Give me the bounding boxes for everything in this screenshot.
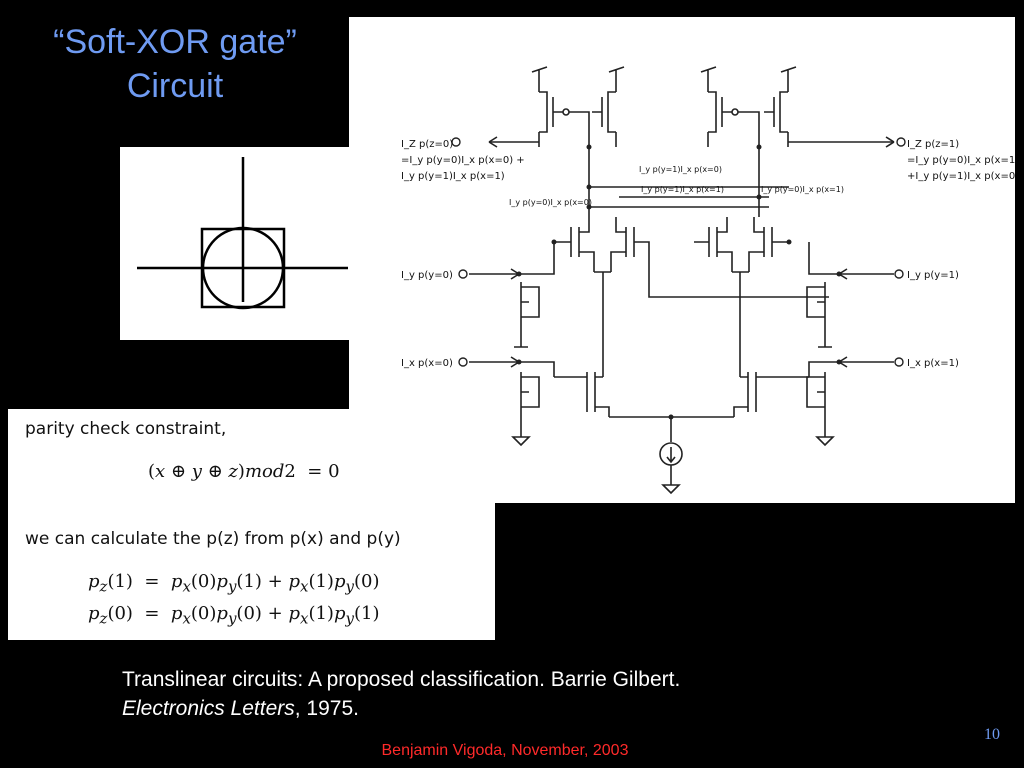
xor-symbol-icon: [137, 157, 348, 310]
pmos-2: [592, 91, 616, 133]
constraint-equation: (x ⊕ y ⊕ z)mod2 = 0: [148, 461, 340, 482]
terminal-x1: [894, 357, 904, 367]
input-line-y1: [838, 268, 894, 280]
vdd-symbol-4: [780, 66, 797, 92]
input-label-x0: I_x p(x=0): [401, 358, 453, 369]
nmos-tail-right: [733, 372, 757, 417]
terminal-x0: [458, 357, 468, 367]
vdd-symbol-1: [531, 66, 548, 92]
terminal-z0: [451, 137, 461, 147]
terminal-y1: [894, 269, 904, 279]
citation: Translinear circuits: A proposed classif…: [122, 665, 882, 723]
input-line-x1: [838, 356, 894, 368]
right-output-label-3: +I_y p(y=1)I_x p(x=0): [907, 171, 1015, 182]
branch-label-3: I_y p(y=0)I_x p(x=1): [761, 185, 844, 194]
input-line-x0: [469, 356, 520, 368]
xor-symbol-panel: [120, 147, 358, 340]
equation-pz0: pz(0) = px(0)py(0) + px(1)py(1): [88, 603, 380, 628]
ground-symbol-left: [511, 427, 531, 447]
pmos-bubble-1: [562, 108, 570, 116]
circuit-diagram-svg: I_Z p(z=0) =I_y p(y=0)I_x p(x=0) + I_y p…: [401, 66, 1015, 495]
citation-year: , 1975.: [294, 697, 359, 720]
terminal-y0: [458, 269, 468, 279]
footer-author: Benjamin Vigoda, November, 2003: [381, 742, 629, 759]
branch-label-4: I_y p(y=0)I_x p(x=0): [509, 198, 592, 207]
nmos-tail-left: [586, 372, 610, 417]
constraint-intro: parity check constraint,: [25, 419, 227, 439]
branch-label-2: I_y p(y=1)I_x p(x=1): [641, 185, 724, 194]
ground-symbol-right: [815, 427, 835, 447]
slide-title-line2: Circuit: [126, 67, 224, 105]
nmos-y1: [806, 282, 826, 337]
citation-line2: Electronics Letters, 1975.: [122, 694, 882, 723]
vdd-symbol-3: [700, 66, 717, 92]
formula-panel: parity check constraint, (x ⊕ y ⊕ z)mod2…: [8, 409, 495, 640]
citation-line1: Translinear circuits: A proposed classif…: [122, 668, 681, 691]
terminal-z1: [896, 137, 906, 147]
nmos-x0: [520, 372, 540, 427]
left-output-label-3: I_y p(y=1)I_x p(x=1): [401, 171, 505, 182]
ground-symbol-bottom: [661, 465, 681, 495]
branch-label-1: I_y p(y=1)I_x p(x=0): [639, 165, 722, 174]
page-number: 10: [984, 726, 1000, 743]
left-output-label-1: I_Z p(z=0): [401, 139, 453, 150]
right-output-label-2: =I_y p(y=0)I_x p(x=1): [907, 155, 1015, 166]
input-label-x1: I_x p(x=1): [907, 358, 959, 369]
nmos-y0: [520, 282, 540, 337]
equation-pz1: pz(1) = px(0)py(1) + px(1)py(0): [88, 571, 380, 596]
input-label-y1: I_y p(y=1): [907, 270, 959, 281]
right-output-label-1: I_Z p(z=1): [907, 139, 959, 150]
left-output-label-2: =I_y p(y=0)I_x p(x=0) +: [401, 155, 525, 166]
pmos-4: [764, 91, 788, 133]
calc-text: we can calculate the p(z) from p(x) and …: [25, 529, 401, 549]
pmos-1: [539, 91, 563, 133]
pmos-3: [708, 91, 732, 133]
nmos-x1: [806, 372, 826, 427]
constraint-rhs: = 0: [307, 461, 340, 482]
slide-title: “Soft-XOR gate” Circuit: [20, 20, 330, 108]
slide-title-line1: “Soft-XOR gate”: [53, 23, 297, 61]
vdd-symbol-2: [608, 66, 625, 92]
input-label-y0: I_y p(y=0): [401, 270, 453, 281]
nmos-pair-2a: [708, 217, 733, 272]
pmos-bubble-3: [731, 108, 739, 116]
nmos-pair-1b: [610, 217, 635, 272]
nmos-pair-1a: [570, 217, 595, 272]
input-line-y0: [469, 268, 520, 280]
nmos-pair-2b: [748, 217, 773, 272]
citation-journal: Electronics Letters: [122, 697, 295, 720]
